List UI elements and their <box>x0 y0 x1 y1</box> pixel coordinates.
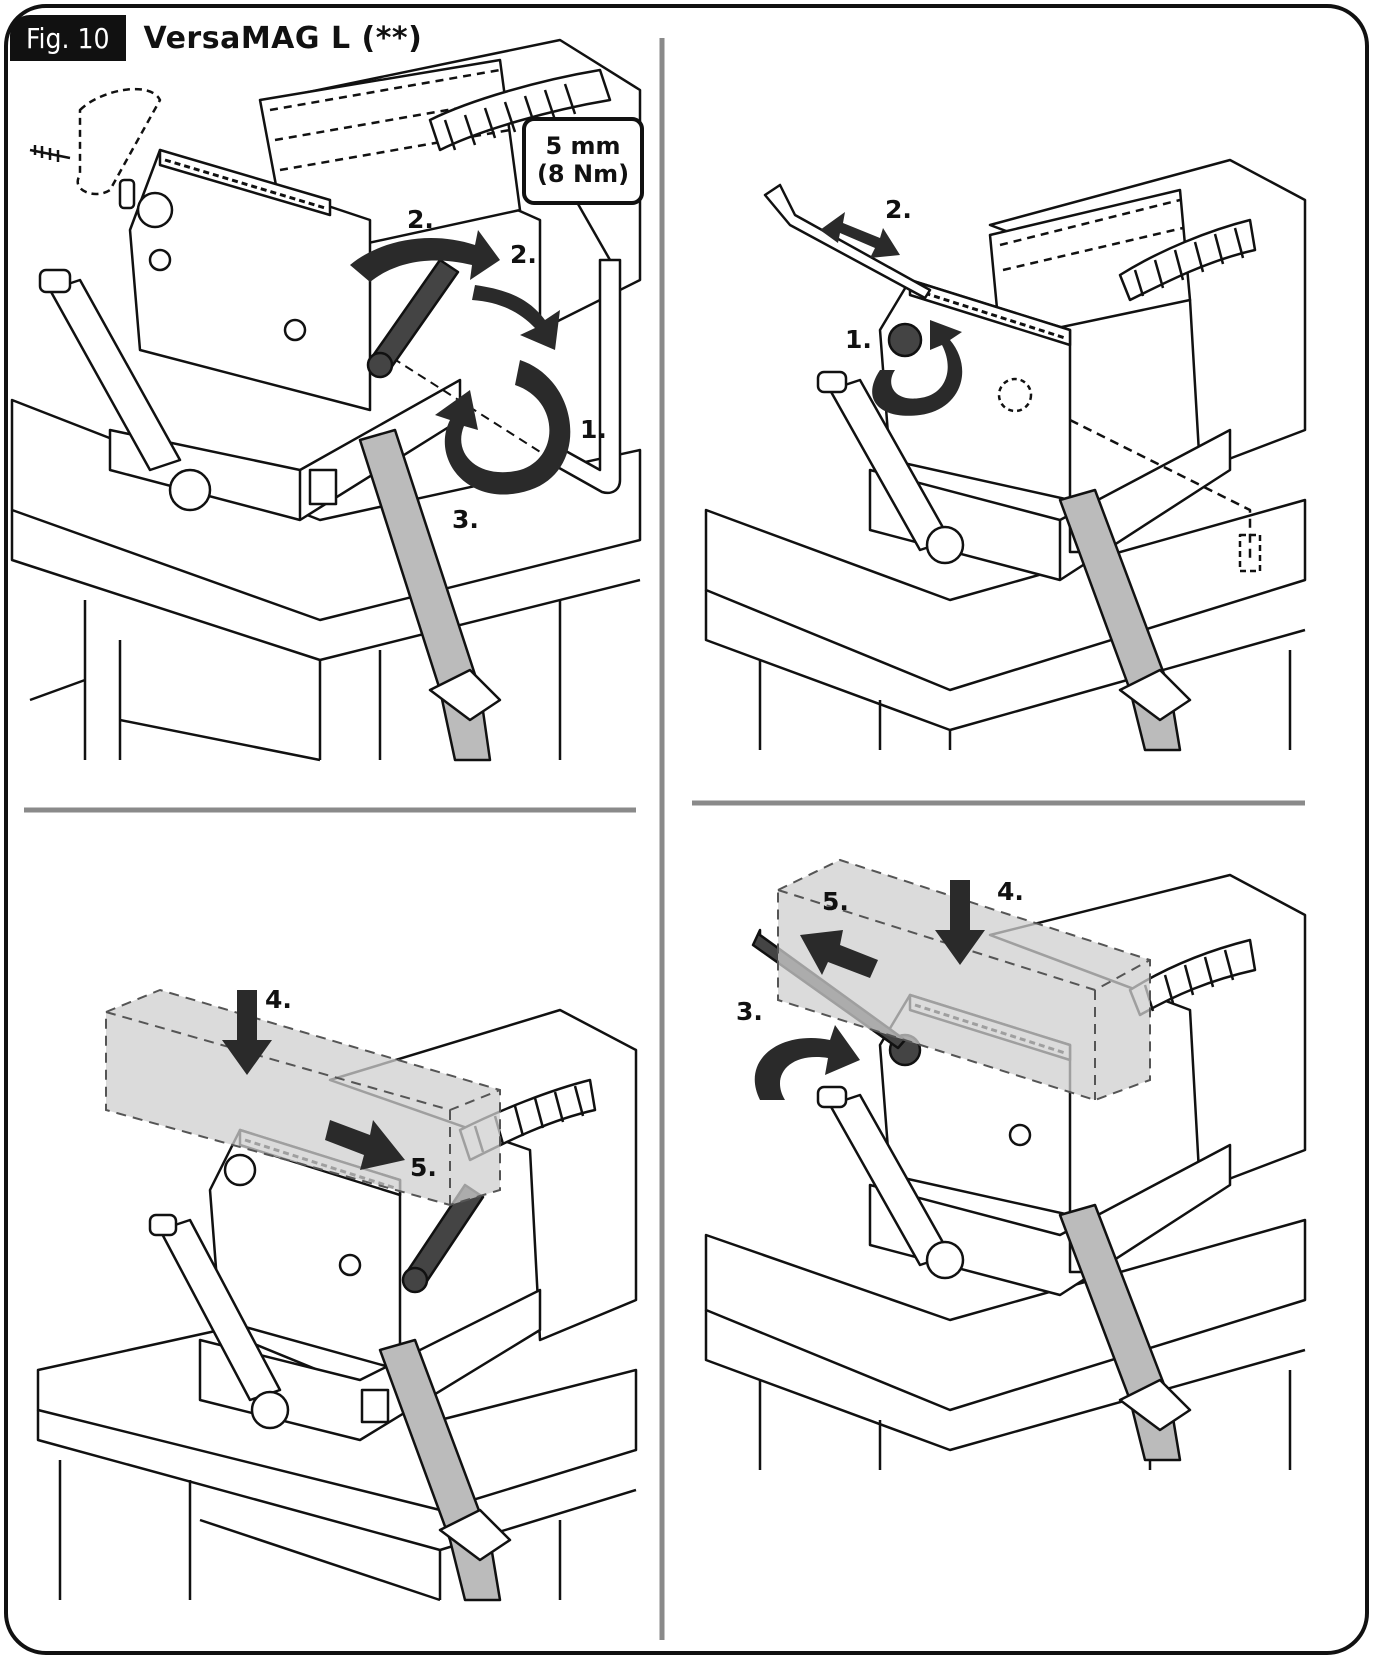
switch <box>308 468 338 506</box>
step-label: 2. <box>885 195 912 224</box>
figure-number: Fig. 10 <box>10 15 126 61</box>
arrow-down <box>935 880 985 965</box>
outer-frame <box>4 4 1369 1655</box>
screw <box>29 145 71 162</box>
lever-knob <box>925 1240 965 1280</box>
step-label: 1. <box>580 415 607 444</box>
arrow-circular-large <box>435 360 571 495</box>
workpiece-block <box>777 858 1151 1102</box>
spring <box>1128 938 1257 1017</box>
spring <box>1118 218 1257 302</box>
torque-spec-callout: 5 mm (8 Nm) <box>522 117 644 205</box>
arrow-down <box>222 990 272 1075</box>
hex-key <box>763 183 932 300</box>
arrow-curved <box>754 1025 860 1100</box>
lever-arm <box>158 1218 282 1402</box>
arrow-rotate-left <box>350 230 500 282</box>
panel-top-left <box>10 38 642 762</box>
step-label: 4. <box>265 985 292 1014</box>
step-label: 3. <box>452 505 479 534</box>
body-hole <box>283 318 307 342</box>
workpiece-block <box>105 988 501 1207</box>
step-label: 5. <box>410 1153 437 1182</box>
step-label: 2. <box>407 205 434 234</box>
lever-knob <box>250 1390 290 1430</box>
arrow-double-horizontal <box>820 212 900 258</box>
figure-title: VersaMAG L (**) <box>143 20 423 56</box>
figure-header: Fig. 10 VersaMAG L (**) <box>10 14 422 62</box>
step-label: 3. <box>736 997 763 1026</box>
step-label: 4. <box>997 877 1024 906</box>
lever-knob <box>925 525 965 565</box>
arrow-right <box>325 1120 405 1170</box>
step-label: 5. <box>822 887 849 916</box>
step-label: 2. <box>510 240 537 269</box>
knob <box>887 322 923 358</box>
lever-knob <box>168 468 212 512</box>
arrow-left <box>800 930 878 978</box>
arrow-circular <box>872 320 963 416</box>
step-label: 1. <box>845 325 872 354</box>
hex-size: 5 mm <box>545 132 621 161</box>
workbench <box>10 398 642 622</box>
torque-value: (8 Nm) <box>536 160 630 188</box>
panel-top-right <box>704 158 1307 752</box>
arrow-rotate-right <box>472 285 560 350</box>
